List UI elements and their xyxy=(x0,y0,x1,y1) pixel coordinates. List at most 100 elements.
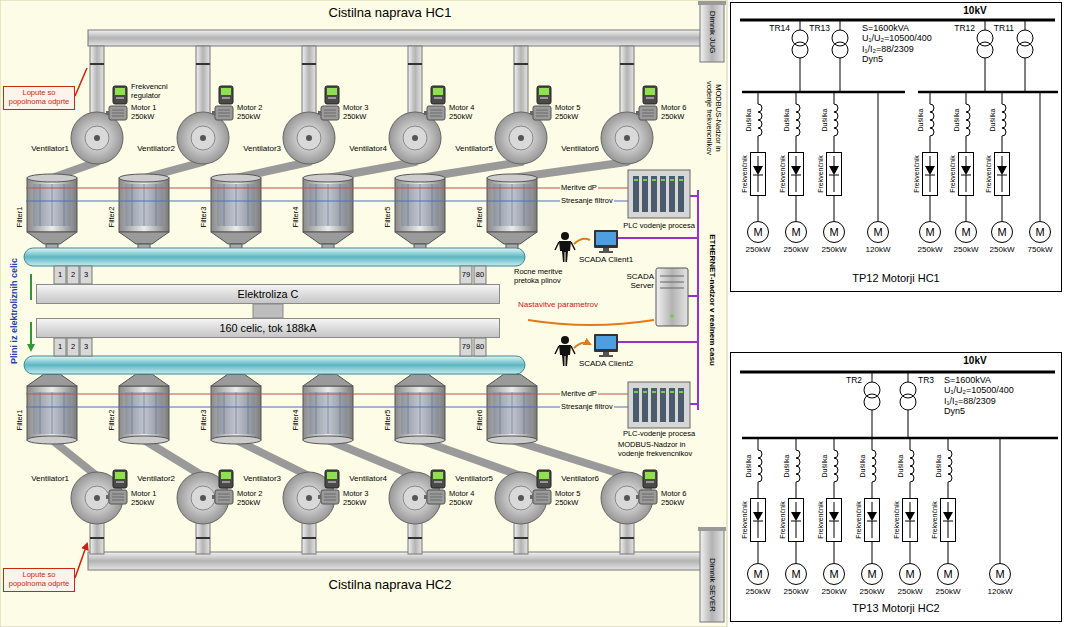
frequency-converter-icon xyxy=(219,86,233,104)
converter-box: Frekvenčnik xyxy=(940,498,956,542)
label-text: Dušilka xyxy=(783,109,791,132)
label-text: Ventilator4 xyxy=(349,474,387,483)
motor-icon xyxy=(424,490,445,504)
node-text: Elektroliza C xyxy=(37,285,499,303)
converter-label: Frekvenčnik xyxy=(779,501,787,539)
cell-tube xyxy=(54,266,66,284)
transformer-symbol xyxy=(792,30,808,46)
filter-unit xyxy=(27,174,537,444)
converter-box: Frekvenčnik xyxy=(864,498,880,542)
label-text: 2 xyxy=(71,343,75,352)
converter-label: Frekvenčnik xyxy=(893,501,901,539)
label-text: Dušilka xyxy=(917,109,925,132)
converter-box: Frekvenčnik xyxy=(958,152,974,196)
label-text: Dimnik SEVER xyxy=(707,558,716,612)
motor-letter: M xyxy=(992,222,1012,242)
filter-unit xyxy=(303,368,353,444)
cell-tube xyxy=(460,338,472,356)
label-text: PLC vodenje procesa xyxy=(623,222,695,231)
inductor-diode-chain xyxy=(829,92,839,192)
motor-icon xyxy=(636,490,657,504)
exhaust-duct xyxy=(302,46,316,114)
frequency-converter-icon xyxy=(643,86,657,104)
inductor-diode-chain xyxy=(829,438,839,538)
transformer-symbol xyxy=(792,42,808,58)
converter-label: Frekvenčnik xyxy=(741,501,749,539)
cell-tube xyxy=(474,338,486,356)
motor-rating: 250kW xyxy=(918,245,943,254)
label-text: Filter5 xyxy=(384,410,393,431)
label-text: SCADA Server xyxy=(620,272,654,290)
node-text: 160 celic, tok 188kA xyxy=(37,319,499,337)
motor-circle: M750kW xyxy=(1029,221,1051,243)
connector-line xyxy=(930,196,931,221)
converter-label: Frekvenčnik xyxy=(913,155,921,193)
chimney xyxy=(700,530,724,622)
cell-tube xyxy=(80,266,92,284)
converter-label: Frekvenčnik xyxy=(931,501,939,539)
label-text: PLC-vodenje procesa xyxy=(623,430,695,439)
label-text: Motor 3 250kW xyxy=(343,490,377,507)
transformer-symbol xyxy=(792,20,1033,438)
converter-box: Frekvenčnik xyxy=(750,152,766,196)
motor-circle: M250kW xyxy=(823,221,845,243)
motor-circle: M120kW xyxy=(989,563,1011,585)
node-text: Lopute so popolnoma odprte xyxy=(6,571,72,588)
converter-label: Frekvenčnik xyxy=(779,155,787,193)
motor-rating: 250kW xyxy=(822,587,847,596)
label-text: 3 xyxy=(84,271,88,280)
gas-collector-duct xyxy=(24,356,525,374)
motor-rating: 250kW xyxy=(990,245,1015,254)
label-text: Filter4 xyxy=(292,410,301,431)
filter-unit xyxy=(303,174,353,250)
motor-circle: M250kW xyxy=(747,563,769,585)
filter-unit xyxy=(27,174,77,250)
motor-circle: M250kW xyxy=(955,221,977,243)
motor-letter: M xyxy=(824,222,844,242)
transformer-symbol xyxy=(800,20,1025,92)
exhaust-duct xyxy=(88,30,702,46)
plc-rack xyxy=(633,176,684,212)
motor-letter: M xyxy=(748,222,768,242)
motor-icon xyxy=(530,106,551,120)
operator-arrow xyxy=(528,239,654,348)
motor-circle: M250kW xyxy=(861,563,883,585)
computer-icon xyxy=(594,230,618,357)
label-text: Ventilator6 xyxy=(561,474,599,483)
server-tower xyxy=(656,268,688,326)
transformer-symbol xyxy=(1017,30,1033,46)
filter-unit xyxy=(119,174,169,250)
computer-icon xyxy=(594,334,618,352)
filter-unit xyxy=(211,368,261,444)
transformer-symbol xyxy=(864,394,880,410)
converter-box: Frekvenčnik xyxy=(902,498,918,542)
motor-icon xyxy=(106,106,127,120)
label-text: Ventilator2 xyxy=(137,474,175,483)
converter-label: Frekvenčnik xyxy=(985,155,993,193)
electrolysis-band: Elektroliza C xyxy=(36,284,500,304)
label-text: Motor 2 250kW xyxy=(237,490,271,507)
electrolysis-band: 160 celic, tok 188kA xyxy=(36,318,500,338)
label-text: Dušilka xyxy=(821,455,829,478)
label-text: Meritve dP xyxy=(560,184,598,193)
motor-icon xyxy=(106,490,127,504)
exhaust-duct xyxy=(620,46,634,114)
motor-letter: M xyxy=(868,222,888,242)
motor-circle: M250kW xyxy=(991,221,1013,243)
transformer-symbol xyxy=(832,42,848,58)
label-text: Dimnik JUG xyxy=(707,11,716,54)
motor-circle: M250kW xyxy=(747,221,769,243)
converter-box: Frekvenčnik xyxy=(826,498,842,542)
frequency-converter-icon xyxy=(219,470,233,488)
label-text: Cistilna naprava HC2 xyxy=(329,578,452,593)
label-text: Motor 6 250kW xyxy=(661,104,695,121)
exhaust-duct xyxy=(88,552,702,570)
transformer-symbol xyxy=(900,394,916,410)
motor-rating: 120kW xyxy=(988,587,1013,596)
chimney xyxy=(698,527,726,531)
label-text: Filter3 xyxy=(200,410,209,431)
label-text: Motor 3 250kW xyxy=(343,104,377,121)
label-text: 1 xyxy=(58,343,62,352)
cell-tube xyxy=(54,266,486,356)
inductor-diode-chain xyxy=(753,438,763,538)
